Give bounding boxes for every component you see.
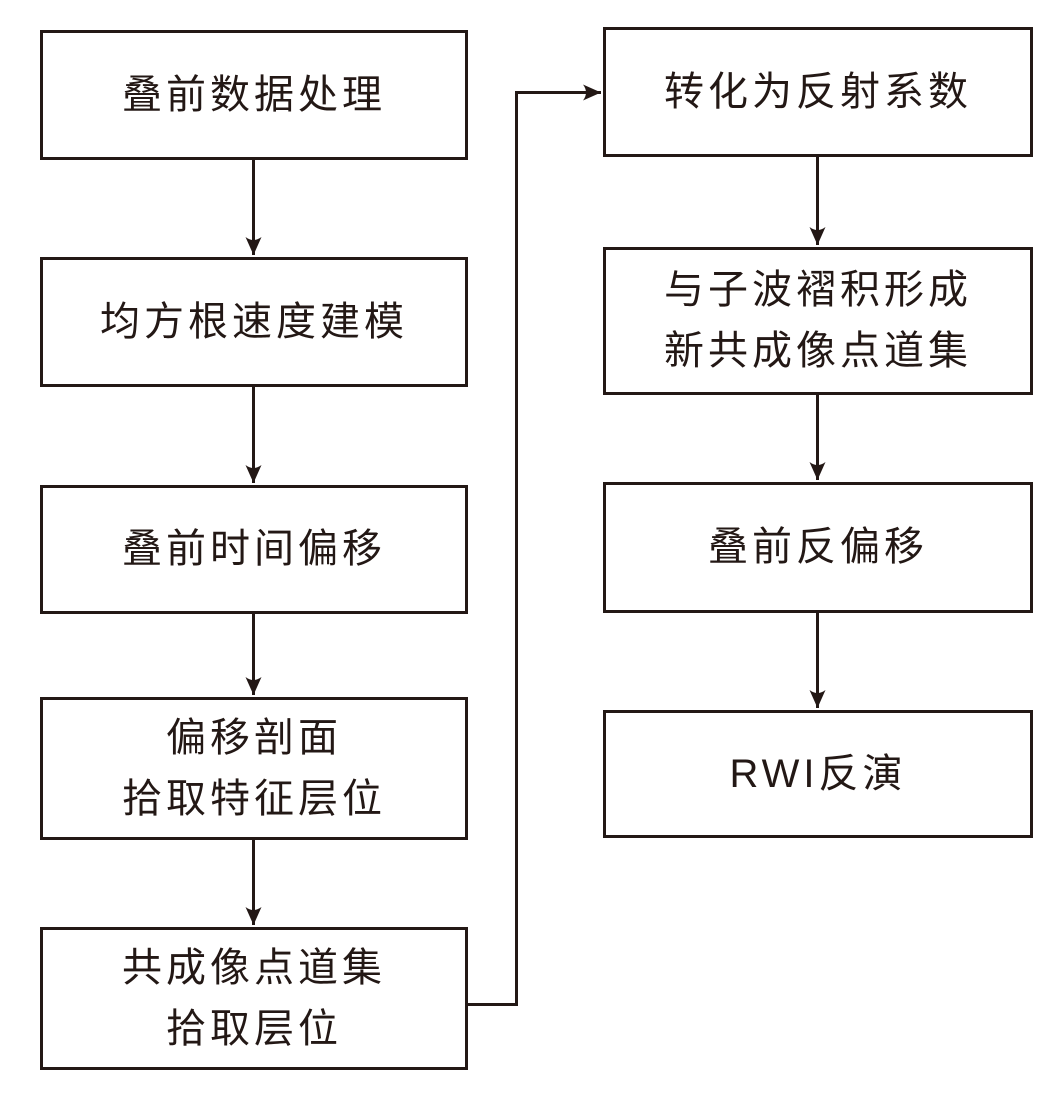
node-label: 偏移剖面 — [166, 715, 342, 760]
flow-node-rwi-inversion: RWI反演 — [603, 710, 1033, 838]
flow-node-prestack-demigration: 叠前反偏移 — [603, 482, 1033, 613]
node-label: RWI反演 — [729, 751, 907, 796]
node-label: 叠前时间偏移 — [122, 527, 386, 571]
flow-node-migration-section-pick-feature-horizons: 偏移剖面 拾取特征层位 — [40, 697, 468, 840]
node-label: 共成像点道集 — [122, 945, 386, 990]
flow-node-rms-velocity-modeling: 均方根速度建模 — [40, 257, 468, 387]
node-label: 转化为反射系数 — [664, 69, 972, 114]
flow-node-common-image-point-gather-pick-horizons: 共成像点道集 拾取层位 — [40, 927, 468, 1070]
node-label: 叠前数据处理 — [122, 72, 386, 117]
flow-node-convolve-with-wavelet-form-new-cig: 与子波褶积形成 新共成像点道集 — [603, 247, 1033, 395]
node-label: 新共成像点道集 — [664, 329, 972, 373]
node-label: 拾取特征层位 — [122, 776, 386, 821]
node-label: 均方根速度建模 — [100, 299, 408, 344]
node-label: 与子波褶积形成 — [664, 268, 972, 312]
node-label: 拾取层位 — [166, 1006, 342, 1051]
flow-node-convert-to-reflection-coefficient: 转化为反射系数 — [603, 27, 1033, 157]
arrow-l5-to-r1-connector — [466, 84, 601, 1006]
node-label: 叠前反偏移 — [708, 525, 928, 569]
flow-node-prestack-data-processing: 叠前数据处理 — [40, 30, 468, 160]
flow-node-prestack-time-migration: 叠前时间偏移 — [40, 485, 468, 614]
